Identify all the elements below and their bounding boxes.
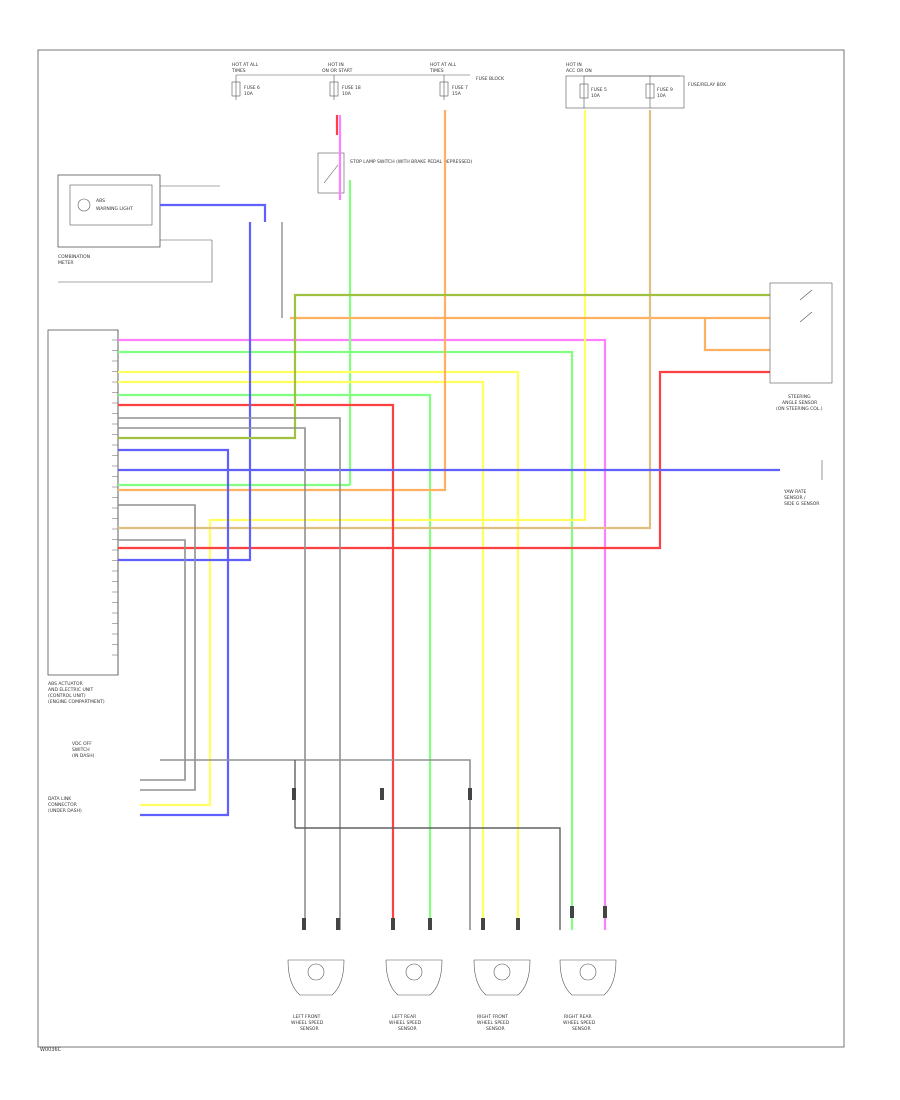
sensor-connectors <box>292 788 607 930</box>
fuse-3-name: FUSE 7 <box>452 85 468 91</box>
fuse-2-name: FUSE 18 <box>342 85 361 91</box>
yaw-rate-sensor: YAW RATE SENSOR / SIDE G SENSOR <box>783 460 823 507</box>
wire-green-1 <box>118 350 574 930</box>
vdc-line2: SWITCH <box>72 747 90 753</box>
wire-gray-2 <box>118 427 306 930</box>
wire-orange-2 <box>290 316 770 352</box>
wheel-sensor-left-rear: LEFT REAR WHEEL SPEED SENSOR <box>385 959 443 1032</box>
ws3-line2: WHEEL SPEED <box>477 1020 510 1026</box>
right-comp-1-line1: STEERING <box>788 394 811 400</box>
fuse-4-amp: 10A <box>591 93 601 99</box>
dlc-line1: DATA LINK <box>48 796 72 802</box>
combination-meter: ABS WARNING LIGHT COMBINATION METER <box>57 174 262 283</box>
ws4-line2: WHEEL SPEED <box>563 1020 596 1026</box>
wire-gray-6 <box>295 827 561 930</box>
abs-title-1: ABS ACTUATOR <box>48 681 83 687</box>
wheel-sensor-right-rear: RIGHT REAR WHEEL SPEED SENSOR <box>559 959 617 1032</box>
abs-title-4: (ENGINE COMPARTMENT) <box>48 699 105 705</box>
ws2-line2: WHEEL SPEED <box>389 1020 422 1026</box>
fuse-group: HOT AT ALL TIMES FUSE 6 10A HOT IN ON OR… <box>231 62 726 109</box>
diagram-frame <box>37 49 845 1048</box>
ws3-line1: RIGHT FRONT <box>477 1014 508 1020</box>
wire-yellow-2 <box>118 380 485 930</box>
fuse-3-label1: HOT AT ALL <box>430 62 457 68</box>
wire-olive-1 <box>118 293 770 440</box>
wheel-sensor-right-front: RIGHT FRONT WHEEL SPEED SENSOR <box>473 959 531 1032</box>
fuse-4-label1: HOT IN <box>566 62 582 68</box>
ws4-line3: SENSOR <box>572 1026 591 1032</box>
ws1-line3: SENSOR <box>300 1026 319 1032</box>
right-comp-2-line3: SIDE G SENSOR <box>784 501 819 507</box>
steering-angle-sensor: STEERING ANGLE SENSOR (ON STEERING COL.) <box>769 282 833 412</box>
vdc-off-switch: VDC OFF SWITCH (IN DASH) <box>72 741 95 759</box>
brake-switch-label: STOP LAMP SWITCH (WITH BRAKE PEDAL DEPRE… <box>350 159 472 165</box>
ws1-line2: WHEEL SPEED <box>291 1020 324 1026</box>
meter-title-1: COMBINATION <box>58 254 90 260</box>
fuse-4-name: FUSE 5 <box>591 87 607 93</box>
ws4-line1: RIGHT REAR <box>564 1014 592 1020</box>
right-comp-1-line2: ANGLE SENSOR <box>782 400 817 406</box>
dlc-line3: (UNDER DASH) <box>48 808 82 814</box>
vdc-line1: VDC OFF <box>72 741 92 747</box>
meter-title-2: METER <box>58 260 73 266</box>
fuse-relay-label: FUSE/RELAY BOX <box>688 82 726 88</box>
fuse-3-amp: 15A <box>452 91 462 97</box>
abs-title-3: (CONTROL UNIT) <box>48 693 86 699</box>
fuse-2-label1: HOT IN <box>328 62 344 68</box>
right-comp-2-line1: YAW RATE <box>783 489 807 495</box>
fuse-2-amp: 10A <box>342 91 352 97</box>
fuse-1-label2: TIMES <box>231 68 246 74</box>
vdc-line3: (IN DASH) <box>72 753 95 759</box>
wire-green-2 <box>118 393 432 930</box>
wire-pink-1 <box>118 338 607 930</box>
fuse-block-label: FUSE BLOCK <box>476 76 505 82</box>
wire-harness <box>118 110 780 930</box>
wire-blue-4 <box>118 448 230 817</box>
ws2-line3: SENSOR <box>398 1026 417 1032</box>
fuse-1-amp: 10A <box>244 91 254 97</box>
abs-pin-ticks <box>112 339 118 656</box>
ws1-line1: LEFT FRONT <box>293 1014 321 1020</box>
wire-tan-1 <box>118 110 652 530</box>
right-comp-1-line3: (ON STEERING COL.) <box>776 406 823 412</box>
wire-blue-3 <box>118 222 252 562</box>
wire-gray-5 <box>160 759 471 930</box>
wire-blue-1 <box>160 203 267 222</box>
ws3-line3: SENSOR <box>486 1026 505 1032</box>
ws2-line1: LEFT REAR <box>392 1014 416 1020</box>
abs-title-2: AND ELECTRIC UNIT <box>48 687 93 693</box>
wire-yellow-3 <box>140 110 587 807</box>
stop-lamp-switch: STOP LAMP SWITCH (WITH BRAKE PEDAL DEPRE… <box>317 152 472 194</box>
wire-yellow-1 <box>118 370 520 930</box>
fuse-5-amp: 10A <box>657 93 667 99</box>
wire-gray-3 <box>118 504 196 791</box>
footer-code: W0036C <box>40 1047 62 1053</box>
dlc-line2: CONNECTOR <box>48 802 77 808</box>
fuse-4-label2: ACC OR ON <box>566 68 592 74</box>
fuse-5-name: FUSE 9 <box>657 87 673 93</box>
wheel-sensor-left-front: LEFT FRONT WHEEL SPEED SENSOR <box>287 959 345 1032</box>
data-link-connector: DATA LINK CONNECTOR (UNDER DASH) <box>48 796 82 814</box>
fuse-1-label1: HOT AT ALL <box>232 62 259 68</box>
meter-inner-2: WARNING LIGHT <box>96 206 133 212</box>
wheel-sensors: LEFT FRONT WHEEL SPEED SENSOR LEFT REAR … <box>287 959 617 1032</box>
wire-gray-4 <box>118 539 186 781</box>
fuse-2-label2: ON OR START <box>322 68 353 74</box>
right-comp-2-line2: SENSOR / <box>784 495 806 501</box>
wire-red-1 <box>118 403 395 930</box>
abs-module: ABS ACTUATOR AND ELECTRIC UNIT (CONTROL … <box>47 329 119 705</box>
meter-inner-1: ABS <box>96 198 105 204</box>
fuse-1-name: FUSE 6 <box>244 85 260 91</box>
wire-red-2 <box>118 370 770 550</box>
fuse-3-label2: TIMES <box>429 68 444 74</box>
